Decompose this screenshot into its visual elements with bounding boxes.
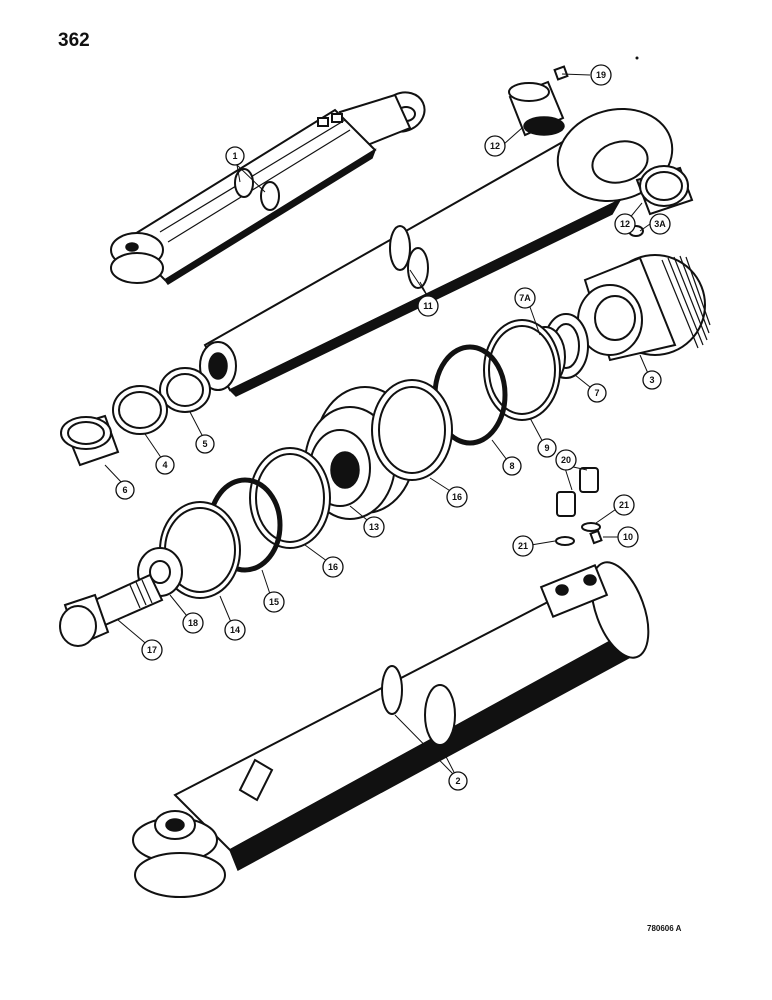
callout-16: 16	[322, 556, 344, 578]
callout-label: 3	[649, 375, 654, 385]
o-rings-21	[555, 522, 601, 546]
cylinder-barrel	[132, 561, 650, 898]
callout-21: 21	[613, 494, 635, 516]
callout-label: 20	[561, 455, 571, 465]
piston-bolt-17	[59, 573, 164, 647]
page-number: 362	[58, 30, 90, 51]
backup-ring-9	[483, 319, 561, 421]
seal-16-left	[249, 447, 331, 549]
assembled-cylinder-small	[110, 91, 426, 285]
callout-label: 11	[423, 301, 433, 311]
callout-12: 12	[484, 135, 506, 157]
callout-label: 3A	[654, 219, 666, 229]
callout-label: 7A	[519, 293, 531, 303]
bushing-6	[60, 414, 120, 467]
callout-16: 16	[446, 486, 468, 508]
bushing-5	[159, 367, 211, 413]
callout-17: 17	[141, 639, 163, 661]
bleed-screw-10	[589, 529, 603, 545]
callout-2: 2	[448, 771, 468, 791]
callout-label: 6	[122, 485, 127, 495]
callout-label: 7	[594, 388, 599, 398]
callout-21: 21	[512, 535, 534, 557]
callout-15: 15	[263, 591, 285, 613]
callout-3: 3	[642, 370, 662, 390]
callout-label: 17	[147, 645, 157, 655]
cylinder-head-gland	[577, 225, 711, 362]
callout-label: 12	[620, 219, 630, 229]
callout-label: 5	[202, 439, 207, 449]
callout-label: 4	[162, 460, 167, 470]
callout-1: 1	[225, 146, 245, 166]
callout-19: 19	[590, 64, 612, 86]
callout-label: 18	[188, 618, 198, 628]
callout-label: 21	[518, 541, 528, 551]
callout-8: 8	[502, 456, 522, 476]
callout-6: 6	[115, 480, 135, 500]
ring-4	[112, 385, 168, 435]
callout-label: 19	[596, 70, 606, 80]
callout-5: 5	[195, 434, 215, 454]
grease-fitting-19	[553, 65, 569, 81]
callout-label: 14	[230, 625, 240, 635]
fittings-20	[556, 467, 599, 517]
callout-label: 13	[369, 522, 379, 532]
callout-7: 7	[587, 383, 607, 403]
callout-18: 18	[182, 612, 204, 634]
bushing-12-upper	[508, 80, 565, 137]
callout-9: 9	[537, 438, 557, 458]
callout-11: 11	[417, 295, 439, 317]
callout-12: 12	[614, 213, 636, 235]
seal-16-right	[371, 379, 453, 481]
drawing-code: 780606 A	[647, 924, 682, 933]
callout-label: 12	[490, 141, 500, 151]
callout-14: 14	[224, 619, 246, 641]
stray-mark	[635, 56, 639, 60]
callout-10: 10	[617, 526, 639, 548]
callout-label: 10	[623, 532, 633, 542]
callout-label: 21	[619, 500, 629, 510]
callout-20: 20	[555, 449, 577, 471]
callout-label: 8	[509, 461, 514, 471]
callout-4: 4	[155, 455, 175, 475]
callout-label: 16	[452, 492, 462, 502]
callout-7a: 7A	[514, 287, 536, 309]
callout-label: 9	[544, 443, 549, 453]
bushing-12-lower	[635, 165, 694, 216]
callout-13: 13	[363, 516, 385, 538]
callout-label: 2	[455, 776, 460, 786]
callout-label: 16	[328, 562, 338, 572]
callout-label: 15	[269, 597, 279, 607]
callout-label: 1	[232, 151, 237, 161]
callout-3a: 3A	[649, 213, 671, 235]
